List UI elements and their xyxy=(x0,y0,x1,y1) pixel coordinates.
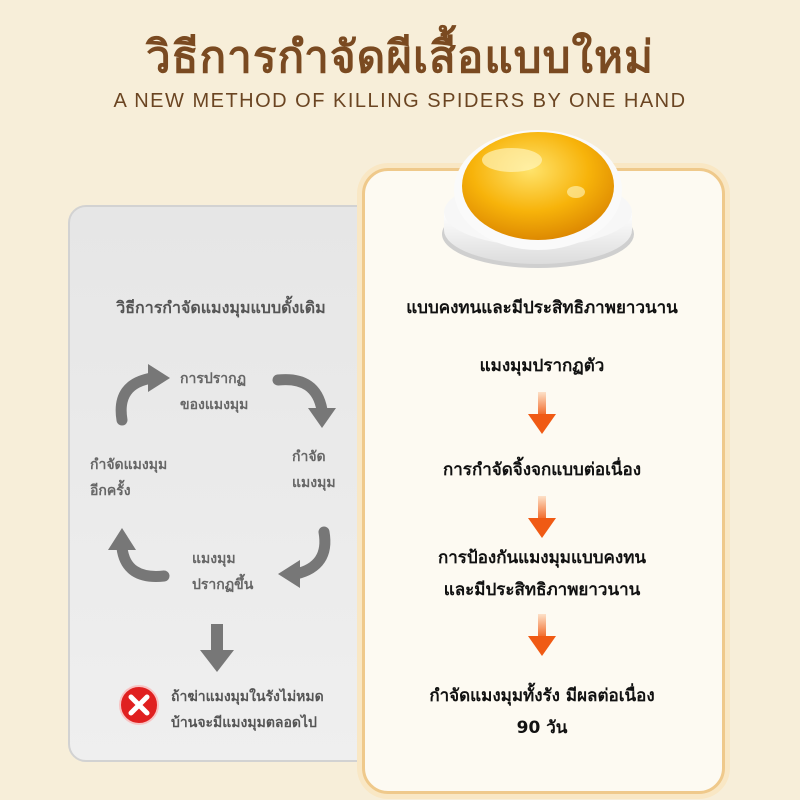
page-subtitle: A NEW METHOD OF KILLING SPIDERS BY ONE H… xyxy=(113,90,687,112)
arrow-down-icon xyxy=(528,392,556,434)
new-method-panel xyxy=(362,168,725,794)
cycle-label-top: การปรากฏ ของแมงมุม xyxy=(180,371,249,413)
flow-step-1: แมงมุมปรากฏตัว xyxy=(479,356,605,376)
cycle-arrow-icon xyxy=(108,528,170,582)
arrow-down-icon xyxy=(528,496,556,538)
page-title: วิธีการกำจัดผีเสื้อแบบใหม่ xyxy=(145,32,655,83)
new-method-heading: แบบคงทนและมีประสิทธิภาพยาวนาน xyxy=(406,298,678,318)
cycle-arrow-icon xyxy=(272,374,336,428)
x-circle-icon xyxy=(119,685,159,725)
warning-text: ถ้าฆ่าแมงมุมในรังไม่หมด บ้านจะมีแมงมุมตล… xyxy=(171,689,324,731)
flow-step-4: กำจัดแมงมุมทั้งรัง มีผลต่อเนื่อง 90 วัน xyxy=(429,686,655,738)
traditional-method-heading: วิธีการกำจัดแมงมุมแบบดั้งเดิม xyxy=(116,298,326,317)
cycle-arrow-icon xyxy=(278,526,331,588)
cycle-label-bottom: แมงมุม ปรากฏขึ้น xyxy=(192,551,254,593)
bait-device-icon xyxy=(442,130,634,268)
arrow-down-icon xyxy=(528,614,556,656)
flow-step-3: การป้องกันแมงมุมแบบคงทน และมีประสิทธิภาพ… xyxy=(437,548,647,600)
cycle-label-right: กำจัด แมงมุม xyxy=(292,449,336,491)
cycle-label-left: กำจัดแมงมุม อีกครั้ง xyxy=(90,457,168,499)
traditional-method-panel xyxy=(68,205,377,762)
arrow-down-icon xyxy=(200,624,234,672)
flow-step-2: การกำจัดจิ้งจกแบบต่อเนื่อง xyxy=(442,460,642,480)
cycle-arrow-icon xyxy=(115,364,170,426)
